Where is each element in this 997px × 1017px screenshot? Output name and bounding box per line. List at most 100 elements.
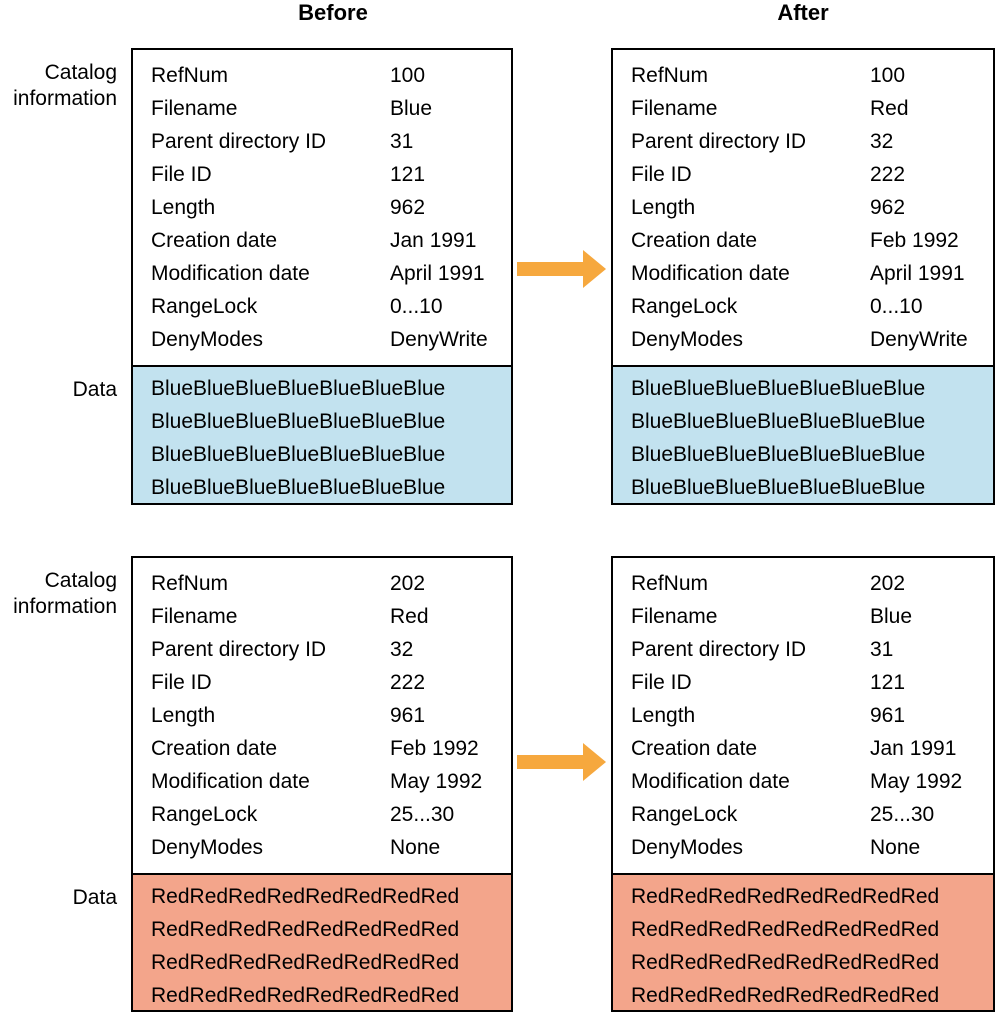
field-label: Creation date [631,229,758,252]
catalog-row: Parent directory ID 31 [151,125,511,158]
field-value: April 1991 [870,262,965,285]
catalog-row: RangeLock 0...10 [151,290,511,323]
field-value: None [390,836,441,859]
data-line: BlueBlueBlueBlueBlueBlueBlue [151,476,446,499]
field-value: Jan 1991 [870,737,957,760]
catalog-row: RefNum 100 [151,59,511,92]
field-label: RefNum [151,64,229,87]
field-value: 100 [870,64,906,87]
data-line: RedRedRedRedRedRedRedRed [631,984,940,1007]
catalog-row: Modification date May 1992 [151,765,511,798]
field-label: Parent directory ID [151,130,327,153]
field-value: May 1992 [870,770,963,793]
data-label-top: Data [72,378,117,401]
field-label: DenyModes [631,328,744,351]
catalog-information-label-bottom: Catalog information [0,568,117,620]
field-label: DenyModes [151,328,264,351]
data-line: RedRedRedRedRedRedRedRed [151,984,460,1007]
field-value: 0...10 [870,295,923,318]
field-value: 202 [870,572,906,595]
field-label: Creation date [151,229,278,252]
field-label: File ID [151,163,212,186]
field-label: Modification date [151,770,310,793]
data-line: RedRedRedRedRedRedRedRed [151,885,460,908]
data-line: RedRedRedRedRedRedRedRed [631,918,940,941]
field-value: 100 [390,64,426,87]
field-label: Parent directory ID [631,130,807,153]
catalog-row: DenyModes DenyWrite [151,323,511,356]
field-value: 121 [870,671,906,694]
field-value: 25...30 [870,803,935,826]
field-value: DenyWrite [870,328,968,351]
field-label: RefNum [631,572,709,595]
catalog-row: RefNum 202 [631,567,993,600]
data-line: BlueBlueBlueBlueBlueBlueBlue [151,443,446,466]
field-value: May 1992 [390,770,483,793]
data-line: BlueBlueBlueBlueBlueBlueBlue [631,377,926,400]
field-label: File ID [631,671,692,694]
data-line: RedRedRedRedRedRedRedRed [151,918,460,941]
field-label: Modification date [631,770,790,793]
field-value: Red [390,605,429,628]
field-value: 962 [870,196,906,219]
field-label: File ID [631,163,692,186]
field-label: RangeLock [151,295,258,318]
field-value: 222 [870,163,906,186]
catalog-row: RangeLock 25...30 [151,798,511,831]
catalog-row: Length 962 [631,191,993,224]
field-value: 25...30 [390,803,455,826]
data-line: RedRedRedRedRedRedRedRed [151,951,460,974]
field-value: DenyWrite [390,328,488,351]
field-value: Blue [870,605,913,628]
field-value: 962 [390,196,426,219]
field-label: Filename [631,97,718,120]
catalog-row: Modification date May 1992 [631,765,993,798]
data-line: BlueBlueBlueBlueBlueBlueBlue [151,410,446,433]
data-line: RedRedRedRedRedRedRedRed [631,951,940,974]
field-value: 121 [390,163,426,186]
field-label: Parent directory ID [631,638,807,661]
before-top-data-box: BlueBlueBlueBlueBlueBlueBlue BlueBlueBlu… [131,365,513,505]
field-label: Length [631,196,696,219]
data-line: BlueBlueBlueBlueBlueBlueBlue [631,476,926,499]
catalog-row: Length 961 [151,699,511,732]
field-value: Blue [390,97,433,120]
field-value: 961 [390,704,426,727]
catalog-row: Parent directory ID 31 [631,633,993,666]
before-bottom-data-box: RedRedRedRedRedRedRedRed RedRedRedRedRed… [131,873,513,1012]
catalog-row: DenyModes DenyWrite [631,323,993,356]
catalog-row: File ID 222 [151,666,511,699]
data-line: BlueBlueBlueBlueBlueBlueBlue [151,377,446,400]
field-value: 0...10 [390,295,443,318]
catalog-label-line2: information [13,595,117,618]
field-value: 222 [390,671,426,694]
data-label-bottom: Data [72,886,117,909]
field-value: Feb 1992 [870,229,959,252]
field-value: April 1991 [390,262,485,285]
catalog-label-line2: information [13,87,117,110]
after-top-data-box: BlueBlueBlueBlueBlueBlueBlue BlueBlueBlu… [611,365,995,505]
data-line: BlueBlueBlueBlueBlueBlueBlue [631,443,926,466]
field-label: RangeLock [151,803,258,826]
field-label: File ID [151,671,212,694]
field-value: 31 [390,130,414,153]
field-label: Length [151,704,216,727]
data-line: BlueBlueBlueBlueBlueBlueBlue [631,410,926,433]
field-value: 31 [870,638,894,661]
after-bottom-data-box: RedRedRedRedRedRedRedRed RedRedRedRedRed… [611,873,995,1012]
